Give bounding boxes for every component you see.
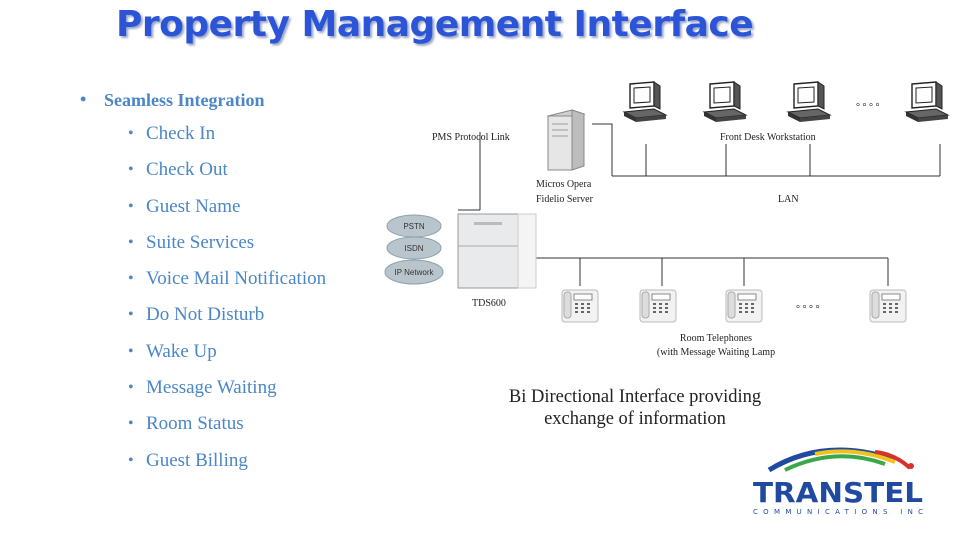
feature-item: Message Waiting: [120, 370, 326, 406]
caption-line-1: Bi Directional Interface providing: [508, 387, 762, 407]
diagram-caption: Bi Directional Interface providing excha…: [470, 386, 800, 430]
pstn-cloud: PSTN: [386, 214, 442, 238]
telephone-icon: [639, 289, 677, 323]
workstation-icon: [905, 81, 949, 123]
workstation-icon: [787, 81, 831, 123]
front-desk-label: Front Desk Workstation: [720, 132, 816, 143]
feature-item: Do Not Disturb: [120, 297, 326, 333]
pbx-label: TDS600: [472, 298, 506, 309]
feature-heading: Seamless Integration: [80, 89, 326, 116]
server-icon: [546, 109, 586, 171]
workstation-icon: [623, 81, 667, 123]
svg-text:IP Network: IP Network: [395, 268, 435, 277]
isdn-cloud: ISDN: [386, 236, 442, 260]
svg-text:COMMUNICATIONS INC: COMMUNICATIONS INC: [753, 508, 923, 516]
svg-text:ISDN: ISDN: [404, 244, 423, 253]
feature-item: Voice Mail Notification: [120, 261, 326, 297]
telephone-icon: [725, 289, 763, 323]
svg-text:PSTN: PSTN: [403, 222, 425, 231]
feature-item: Guest Name: [120, 189, 326, 225]
telephone-icon: [869, 289, 907, 323]
feature-item: Suite Services: [120, 225, 326, 261]
lan-label: LAN: [778, 194, 799, 205]
server-label-2: Fidelio Server: [536, 194, 594, 205]
phone-ellipsis: ° ° ° °: [796, 304, 820, 315]
workstation-ellipsis: ° ° ° °: [856, 102, 880, 113]
feature-item: Check In: [120, 116, 326, 152]
room-phones-label: Room Telephones: [680, 333, 752, 344]
room-phones-label-2: (with Message Waiting Lamp: [657, 347, 775, 358]
page-title: Property Management Interface: [116, 4, 754, 45]
pms-link-label: PMS Protocol Link: [432, 132, 510, 143]
server-label: Micros Opera: [536, 179, 592, 190]
feature-item: Check Out: [120, 152, 326, 188]
caption-line-2: exchange of information: [544, 409, 726, 429]
workstation-icon: [703, 81, 747, 123]
transtel-logo: TRANSTEL COMMUNICATIONS INC: [753, 447, 923, 516]
feature-item: Guest Billing: [120, 443, 326, 479]
telephone-icon: [561, 289, 599, 323]
feature-item: Room Status: [120, 406, 326, 442]
connection-lines: [458, 123, 941, 286]
pbx-icon: [457, 213, 537, 289]
ip-network-cloud: IP Network: [384, 259, 444, 285]
svg-text:TRANSTEL: TRANSTEL: [753, 476, 923, 509]
feature-list: Seamless Integration Check In Check Out …: [80, 89, 326, 479]
feature-item: Wake Up: [120, 334, 326, 370]
